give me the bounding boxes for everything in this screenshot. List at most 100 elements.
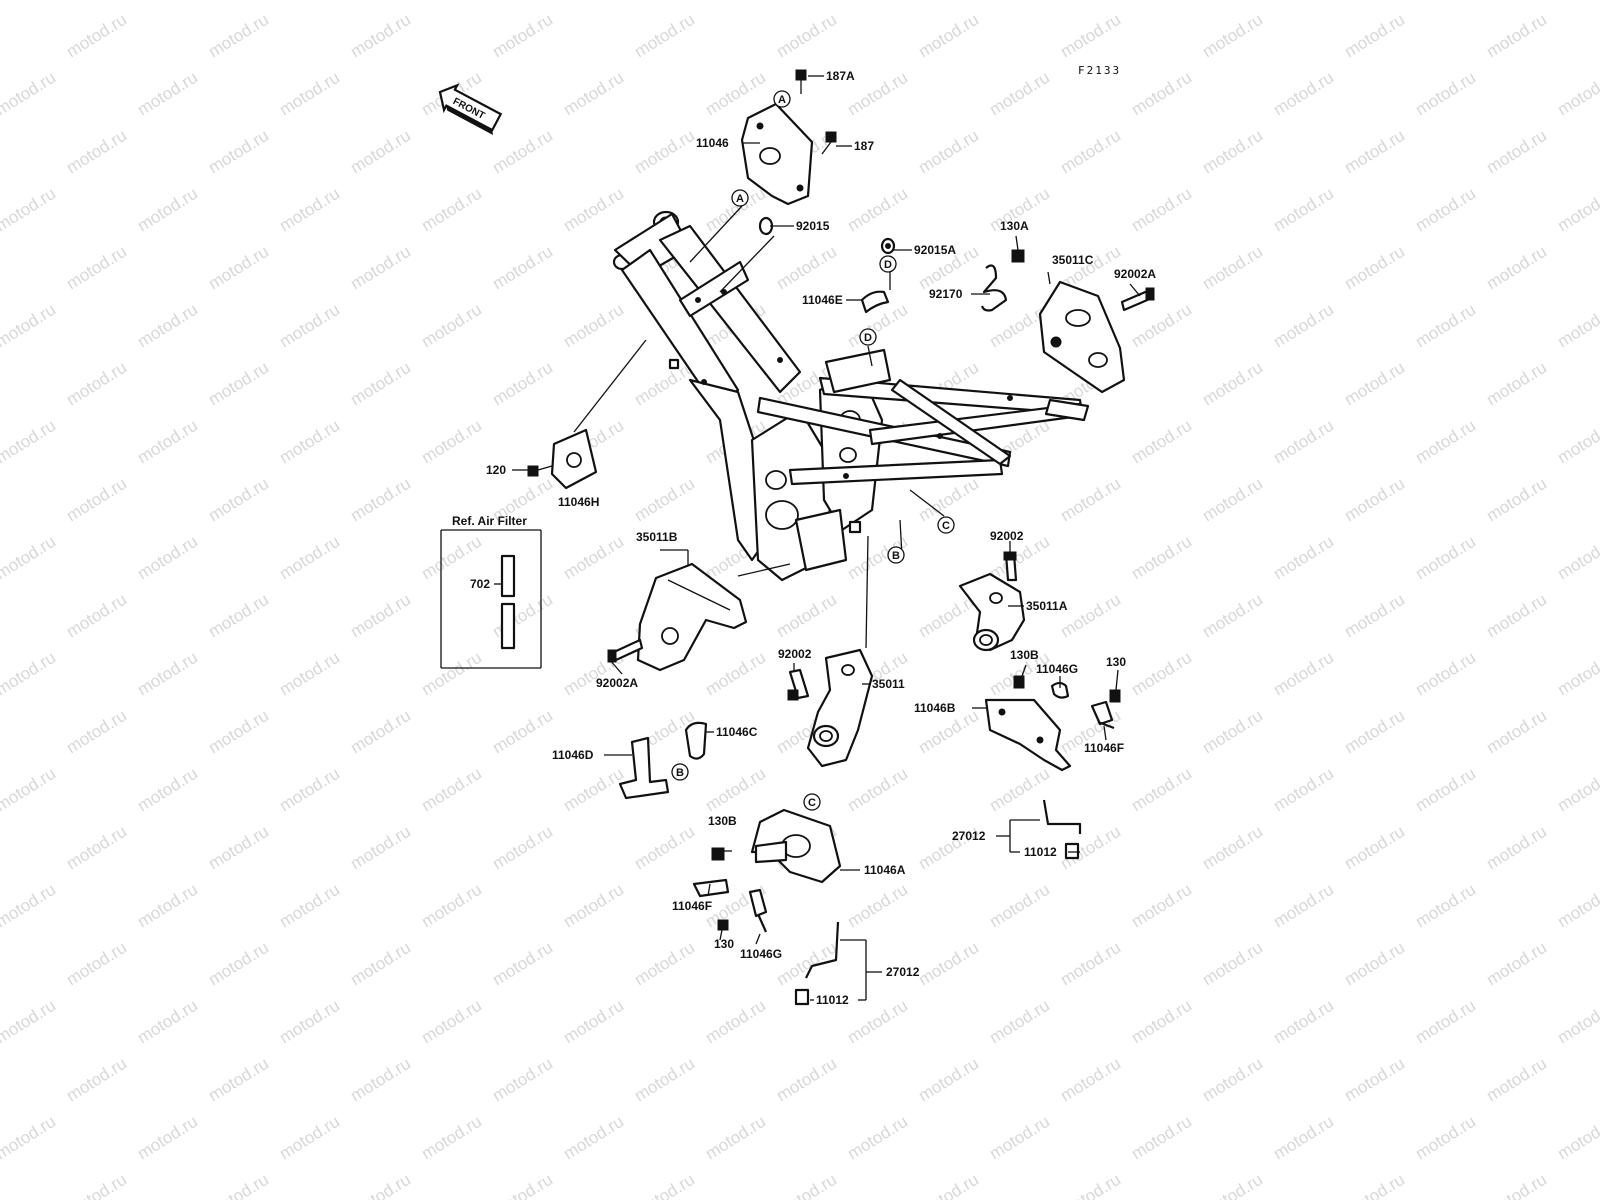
label-130a: 130A (1000, 219, 1029, 233)
watermark-text: motod.ru (418, 300, 485, 352)
watermark-text: motod.ru (489, 126, 556, 178)
watermark-text: motod.ru (418, 0, 485, 3)
label-92015: 92015 (796, 219, 830, 233)
watermark-text: motod.ru (1341, 706, 1408, 758)
watermark-text: motod.ru (205, 706, 272, 758)
watermark-text: motod.ru (205, 1054, 272, 1106)
watermark-text: motod.ru (489, 822, 556, 874)
watermark-text: motod.ru (63, 822, 130, 874)
watermark-text: motod.ru (489, 706, 556, 758)
watermark-text: motod.ru (1199, 590, 1266, 642)
watermark-text: motod.ru (276, 0, 343, 3)
svg-text:B: B (676, 767, 684, 779)
ref-part-702: 702 (470, 577, 490, 591)
watermark-text: motod.ru (986, 68, 1053, 120)
watermark-text: motod.ru (844, 0, 911, 3)
watermark-text: motod.ru (1128, 764, 1195, 816)
watermark-text: motod.ru (418, 764, 485, 816)
bolt-92002a-right (1120, 287, 1155, 312)
watermark-text: motod.ru (1199, 938, 1266, 990)
watermark-text: motod.ru (1199, 242, 1266, 294)
watermark-text: motod.ru (276, 996, 343, 1048)
label-11046g-bottom: 11046G (740, 947, 782, 961)
label-11046f-bottom: 11046F (672, 899, 712, 913)
bracket-11046a (750, 808, 842, 884)
watermark-text: motod.ru (418, 648, 485, 700)
watermark-text: motod.ru (844, 300, 911, 352)
bracket-35011b (636, 562, 748, 672)
watermark-text: motod.ru (489, 242, 556, 294)
watermark-text: motod.ru (347, 358, 414, 410)
watermark-text: motod.ru (1128, 648, 1195, 700)
watermark-text: motod.ru (773, 10, 840, 62)
label-11046: 11046 (696, 136, 729, 150)
watermark-text: motod.ru (1057, 938, 1124, 990)
watermark-text: motod.ru (915, 10, 982, 62)
watermark-text: motod.ru (844, 1112, 911, 1164)
figure-id: F2133 (1078, 64, 1121, 77)
watermark-text: motod.ru (1199, 706, 1266, 758)
label-27012-bottom: 27012 (886, 965, 920, 979)
ref-air-filter-box: Ref. Air Filter 702 (440, 514, 542, 669)
watermark-text: motod.ru (205, 1170, 272, 1200)
watermark-text: motod.ru (1057, 474, 1124, 526)
watermark-text: motod.ru (560, 764, 627, 816)
ref-marker-c1: C (937, 516, 955, 534)
watermark-text: motod.ru (1128, 880, 1195, 932)
bolt-187 (821, 131, 837, 155)
watermark-text: motod.ru (631, 822, 698, 874)
watermark-text: motod.ru (276, 648, 343, 700)
watermark-text: motod.ru (205, 822, 272, 874)
watermark-text: motod.ru (702, 1112, 769, 1164)
bracket-11046d (618, 736, 670, 800)
watermark-text: motod.ru (347, 1170, 414, 1200)
bolt-92002-center (787, 668, 810, 701)
watermark-text: motod.ru (1199, 10, 1266, 62)
watermark-text: motod.ru (1554, 648, 1600, 700)
label-187: 187 (854, 139, 874, 153)
cap-11012-bottom (794, 988, 810, 1006)
watermark-text: motod.ru (134, 880, 201, 932)
bolt-92002a-left (607, 638, 644, 663)
watermark-text: motod.ru (1554, 416, 1600, 468)
plate-11046b (984, 698, 1072, 772)
watermark-text: motod.ru (63, 10, 130, 62)
watermark-text: motod.ru (844, 184, 911, 236)
watermark-text: motod.ru (347, 242, 414, 294)
watermark-text: motod.ru (1270, 532, 1337, 584)
watermark-text: motod.ru (1412, 0, 1479, 3)
watermark-text: motod.ru (134, 68, 201, 120)
watermark-text: motod.ru (347, 474, 414, 526)
label-11046a: 11046A (864, 863, 906, 877)
label-11046e: 11046E (802, 293, 843, 307)
watermark-text: motod.ru (986, 996, 1053, 1048)
watermark-text: motod.ru (1554, 184, 1600, 236)
watermark-text: motod.ru (560, 1112, 627, 1164)
watermark-text: motod.ru (0, 184, 59, 236)
watermark-text: motod.ru (0, 68, 59, 120)
watermark-text: motod.ru (1412, 532, 1479, 584)
bolt-130b-right (1013, 675, 1025, 689)
watermark-text: motod.ru (347, 706, 414, 758)
pipe-27012-right (1042, 799, 1082, 834)
watermark-text: motod.ru (1412, 68, 1479, 120)
watermark-text: motod.ru (1341, 10, 1408, 62)
watermark-text: motod.ru (986, 880, 1053, 932)
watermark-text: motod.ru (1554, 0, 1600, 3)
watermark-text: motod.ru (1483, 126, 1550, 178)
watermark-text: motod.ru (1341, 938, 1408, 990)
watermark-text: motod.ru (489, 1170, 556, 1200)
watermark-text: motod.ru (134, 648, 201, 700)
bracket-35011 (806, 648, 874, 768)
watermark-text: motod.ru (1483, 590, 1550, 642)
watermark-text: motod.ru (1483, 1170, 1550, 1200)
label-11046c: 11046C (716, 725, 758, 739)
ref-marker-c2: C (803, 793, 821, 811)
watermark-text: motod.ru (560, 532, 627, 584)
watermark-text: motod.ru (1270, 184, 1337, 236)
watermark-text: motod.ru (1341, 1170, 1408, 1200)
watermark-text: motod.ru (276, 764, 343, 816)
watermark-text: motod.ru (631, 1170, 698, 1200)
watermark-text: motod.ru (844, 764, 911, 816)
watermark-text: motod.ru (418, 996, 485, 1048)
